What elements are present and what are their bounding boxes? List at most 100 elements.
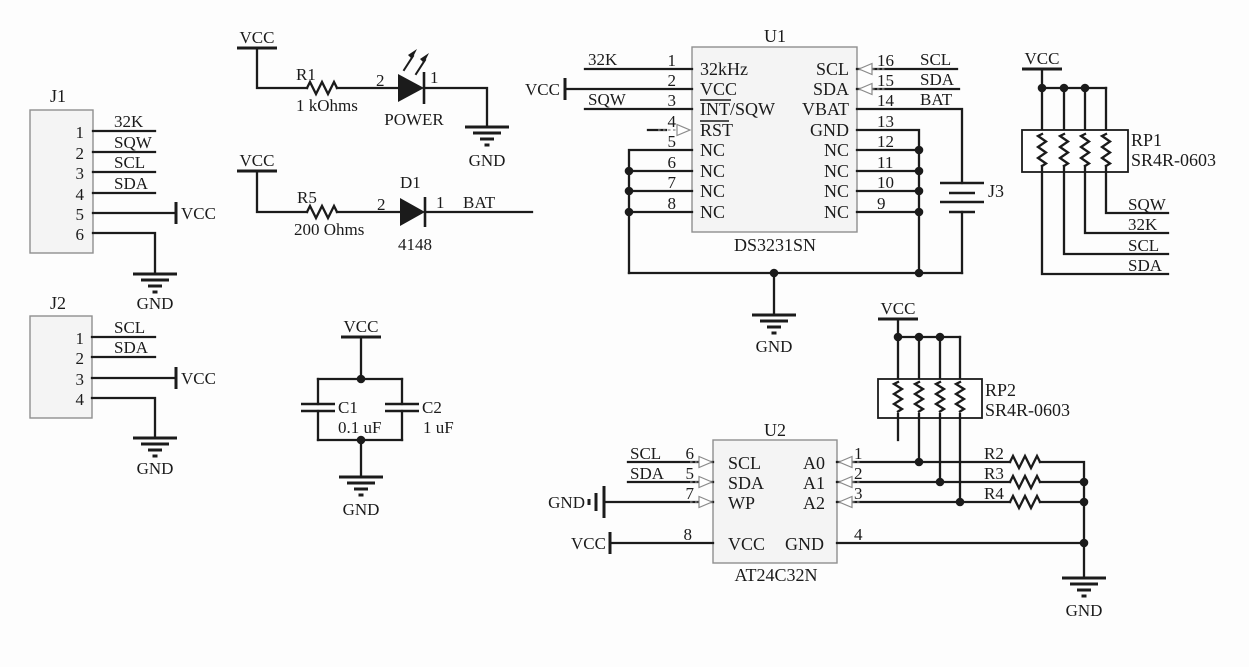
u1-pin-number: 8 bbox=[668, 194, 677, 213]
j2-pin-number: 1 bbox=[76, 329, 85, 348]
net-label-scl: SCL bbox=[114, 318, 145, 337]
battery-diode-circuit: VCC R5 200 Ohms 2 D1 4148 1 BAT bbox=[237, 151, 534, 254]
rp1-resistor bbox=[1078, 132, 1092, 168]
rp1-resistor bbox=[1099, 132, 1113, 168]
vcc-label: VCC bbox=[240, 28, 275, 47]
battery-symbol bbox=[940, 181, 984, 214]
power-led-circuit: VCC R1 1 kOhms 2 1 POWER GND bbox=[237, 28, 509, 170]
resistor-r4 bbox=[1008, 493, 1042, 511]
rp1-ref: RP1 bbox=[1131, 130, 1162, 150]
u2-pin-number: 4 bbox=[854, 525, 863, 544]
j1-pin-number: 1 bbox=[76, 123, 85, 142]
r5-ref: R5 bbox=[297, 188, 317, 207]
decoupling-caps-circuit: VCC C1 0.1 uF C2 1 uF GND bbox=[301, 317, 454, 519]
u2-ref: U2 bbox=[764, 420, 786, 440]
rp2-resistor bbox=[953, 380, 967, 414]
resistor-r5 bbox=[305, 203, 339, 221]
u2-pin-number: 5 bbox=[686, 464, 695, 483]
u1-pin-number: 10 bbox=[877, 173, 894, 192]
u2-pin-name: A0 bbox=[803, 453, 825, 473]
gnd-label: GND bbox=[548, 493, 585, 512]
led-label: POWER bbox=[384, 110, 444, 129]
gnd-label: GND bbox=[137, 459, 174, 478]
led-pin-1: 1 bbox=[430, 68, 439, 87]
r1-value: 1 kOhms bbox=[296, 96, 358, 115]
net-label-sqw: SQW bbox=[1128, 195, 1167, 214]
net-label-sda: SDA bbox=[630, 464, 665, 483]
u1-pin-name: SDA bbox=[813, 79, 849, 99]
u1-pin-number: 4 bbox=[668, 112, 677, 131]
u1-pin-number: 1 bbox=[668, 51, 677, 70]
net-label-bat: BAT bbox=[463, 193, 496, 212]
vcc-label: VCC bbox=[240, 151, 275, 170]
u2-pin-number: 6 bbox=[686, 444, 695, 463]
rp1-resistor bbox=[1035, 132, 1049, 168]
net-label-scl: SCL bbox=[114, 153, 145, 172]
u1-pin-number: 13 bbox=[877, 112, 894, 131]
u1-pin-name: VCC bbox=[700, 79, 737, 99]
j2-ref: J2 bbox=[50, 293, 66, 313]
u1-body bbox=[691, 46, 858, 233]
r4-ref: R4 bbox=[984, 484, 1004, 503]
gnd-symbol bbox=[133, 436, 177, 458]
u2-pin-name: VCC bbox=[728, 534, 765, 554]
c2-ref: C2 bbox=[422, 398, 442, 417]
gnd-label: GND bbox=[137, 294, 174, 313]
rp2-resistor bbox=[912, 380, 926, 414]
u1-pin-number: 11 bbox=[877, 153, 893, 172]
r5-value: 200 Ohms bbox=[294, 220, 364, 239]
vcc-label: VCC bbox=[881, 299, 916, 318]
d1-pin-2: 2 bbox=[377, 195, 386, 214]
net-label-sqw: SQW bbox=[114, 133, 153, 152]
c2-value: 1 uF bbox=[423, 418, 454, 437]
j2-pin-number: 2 bbox=[76, 349, 85, 368]
led-pin-2: 2 bbox=[376, 71, 385, 90]
net-label-scl: SCL bbox=[1128, 236, 1159, 255]
vcc-label: VCC bbox=[571, 534, 606, 553]
u2-pin-number: 8 bbox=[684, 525, 693, 544]
net-label-scl: SCL bbox=[920, 50, 951, 69]
j2-pin-number: 3 bbox=[76, 370, 85, 389]
u1-pin-name: NC bbox=[700, 161, 725, 181]
capacitor-c2 bbox=[385, 402, 419, 413]
u1-pin-number: 2 bbox=[668, 71, 677, 90]
diode-d1-symbol bbox=[400, 197, 427, 227]
u2-pin-number: 3 bbox=[854, 484, 863, 503]
d1-ref: D1 bbox=[400, 173, 421, 192]
net-label-bat: BAT bbox=[920, 90, 953, 109]
r2-ref: R2 bbox=[984, 444, 1004, 463]
j1-pin-number: 6 bbox=[76, 225, 85, 244]
u1-pin-number: 15 bbox=[877, 71, 894, 90]
j1-ref: J1 bbox=[50, 86, 66, 106]
u1-pin-name: NC bbox=[824, 202, 849, 222]
j1-pin-number: 5 bbox=[76, 205, 85, 224]
rp2-resistor bbox=[933, 380, 947, 414]
u1-pin-name: INT/SQW bbox=[700, 99, 775, 119]
u2-pin-name: SDA bbox=[728, 473, 764, 493]
led-symbol bbox=[398, 49, 429, 104]
u1-pin-number: 7 bbox=[668, 173, 677, 192]
u2-pin-name: A1 bbox=[803, 473, 825, 493]
vcc-label: VCC bbox=[344, 317, 379, 336]
gnd-symbol bbox=[133, 272, 177, 294]
rp2-part: SR4R-0603 bbox=[985, 400, 1070, 420]
net-label-32k: 32K bbox=[1128, 215, 1158, 234]
j1-pin-number: 2 bbox=[76, 144, 85, 163]
d1-pin-1: 1 bbox=[436, 193, 445, 212]
ic-u1: U1 DS3231SN 1 2 3 4 5 6 7 8 16 15 14 13 … bbox=[525, 26, 964, 356]
vcc-label: VCC bbox=[181, 204, 216, 223]
j1-pin-number: 3 bbox=[76, 164, 85, 183]
u2-pin-number: 2 bbox=[854, 464, 863, 483]
net-label-32k: 32K bbox=[588, 50, 618, 69]
u2-pin-name: A2 bbox=[803, 493, 825, 513]
rp1-resistor bbox=[1057, 132, 1071, 168]
u1-pin-name: NC bbox=[700, 140, 725, 160]
u1-pin-name: GND bbox=[810, 120, 849, 140]
u1-pin-number: 12 bbox=[877, 132, 894, 151]
u1-pin-number: 16 bbox=[877, 51, 894, 70]
j1-body bbox=[29, 109, 94, 254]
u2-pin-number: 7 bbox=[686, 484, 695, 503]
u1-pin-number: 14 bbox=[877, 91, 895, 110]
vcc-label: VCC bbox=[181, 369, 216, 388]
